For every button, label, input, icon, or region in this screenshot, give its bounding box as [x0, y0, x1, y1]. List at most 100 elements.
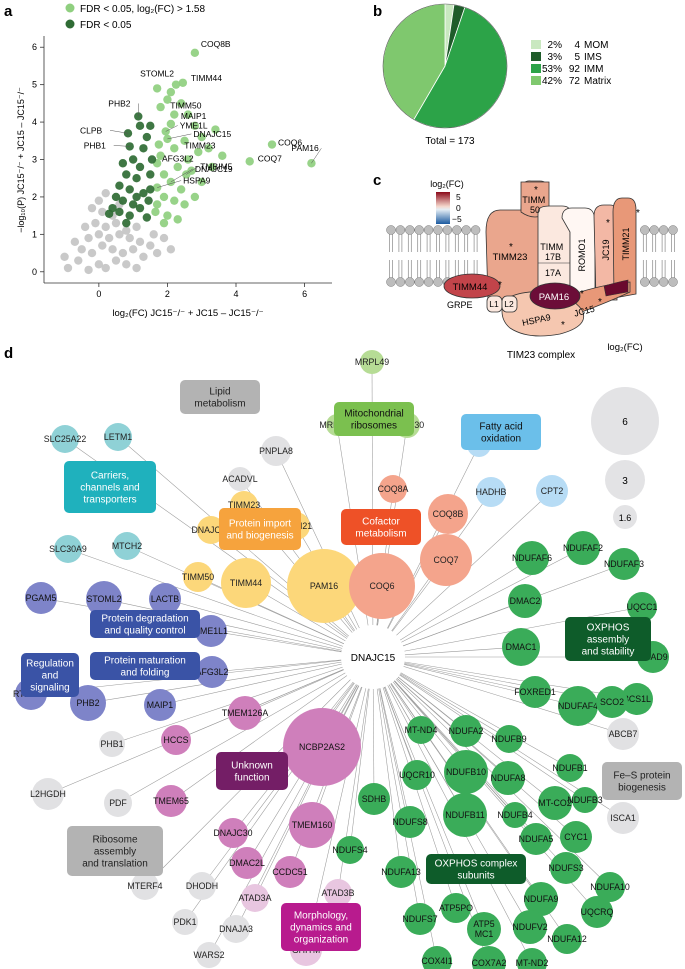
node-label-line: MC1	[475, 929, 494, 939]
node-yme1l1: YME1L1	[194, 615, 228, 647]
node-circle-mtch2	[113, 532, 141, 560]
node-l2hgdh: L2HGDH	[30, 778, 66, 810]
node-circle-atp5po	[441, 893, 471, 923]
size-legend-3-label: 3	[622, 476, 628, 487]
node-cox7a2: COX7A2	[472, 946, 506, 969]
a-point-s0-29	[170, 196, 179, 205]
a-leader-dnajc19	[170, 168, 193, 183]
node-circle-ndufb3	[572, 787, 598, 813]
node-circle-l2hgdh	[32, 778, 64, 810]
node-label-ndufb11: NDUFB11	[445, 810, 485, 820]
node-circle-acadvl	[228, 467, 252, 491]
node-label-dmac2: DMAC2	[510, 596, 541, 606]
a-point-s2-7	[132, 263, 141, 273]
category-label-line: Unknown	[231, 761, 273, 772]
node-label-line: UQCR10	[399, 770, 435, 780]
a-point-s0-21	[204, 144, 213, 153]
a-leader-tmbim5	[186, 166, 199, 175]
node-phb2: PHB2	[70, 685, 106, 721]
a-label-phb1: PHB1	[84, 140, 106, 150]
lipid-head	[423, 277, 434, 287]
node-coq8b: COQ8B	[428, 494, 468, 534]
a-point-s0-23	[183, 155, 193, 164]
a-point-s0-31	[152, 200, 162, 209]
node-label-line: PDK1	[174, 917, 197, 927]
node-circle-atad3a	[241, 884, 269, 912]
a-point-s1-6	[142, 132, 152, 142]
category-box-unknown	[216, 752, 288, 790]
node-circle-pdf	[104, 789, 132, 817]
node-circle-ndufv2	[513, 910, 547, 944]
node-pdf: PDF	[104, 789, 132, 817]
node-label-line: COX4I1	[421, 956, 452, 966]
node-label-ndufb1: NDUFB1	[552, 763, 587, 773]
a-point-s0-40	[211, 125, 220, 134]
node-label-line: NDUFA5	[519, 834, 554, 844]
a-point-s0-17	[176, 99, 186, 108]
lipid-head	[668, 225, 678, 235]
node-label-line: LACTB	[151, 594, 179, 604]
lipid-head	[470, 225, 481, 235]
pie-total: Total = 173	[425, 136, 475, 147]
node-label-coq8a: COQ8A	[378, 484, 409, 494]
node-label-line: MT-CO2	[538, 798, 571, 808]
category-box-regul	[21, 653, 79, 697]
node-label-afg3l2: AFG3L2	[196, 667, 229, 677]
node-label-line: CPT2	[541, 486, 564, 496]
a-point-s2-18	[115, 230, 124, 239]
node-slc30a9: SLC30A9	[49, 535, 87, 563]
a-point-s1-12	[115, 181, 124, 190]
lipid-head	[658, 225, 669, 235]
node-label-line: ATP5PO	[439, 903, 473, 913]
a-label-hspa9: HSPA9	[183, 176, 211, 186]
a-point-s0-16	[152, 84, 162, 93]
a-label-pam16: PAM16	[291, 143, 319, 153]
node-label-line: FOXRED1	[514, 687, 556, 697]
a-point-s2-10	[98, 241, 107, 250]
node-circle-stoml2	[86, 581, 122, 617]
node-label-ndufaf4: NDUFAF4	[558, 701, 598, 711]
node-phb1: PHB1	[99, 731, 125, 757]
node-circle-wars2	[196, 942, 222, 968]
category-label-line: ribosomes	[351, 421, 397, 432]
lipid-head	[649, 277, 659, 287]
legend-dark-green-marker	[65, 19, 75, 29]
legend-light-green-marker	[65, 3, 75, 13]
a-point-coq7	[245, 157, 254, 166]
pie-legend-swatch-imm	[531, 64, 541, 73]
a-point-s2-31	[87, 203, 97, 213]
node-label-sdhb: SDHB	[362, 794, 387, 804]
a-label-clpb: CLPB	[80, 125, 103, 135]
node-circle-tmem160	[289, 802, 335, 848]
a-label-stoml2: STOML2	[140, 69, 174, 79]
node-circle-mt-co2	[538, 786, 572, 820]
node-ndufb9: NDUFB9	[491, 725, 527, 753]
node-label-coq6: COQ6	[370, 581, 395, 591]
node-label-ncbp2as2: NCBP2AS2	[299, 742, 345, 752]
category-label-line: dynamics and	[290, 923, 352, 934]
node-wars2: WARS2	[194, 942, 225, 968]
node-label-ndufa13: NDUFA13	[381, 867, 421, 877]
size-legend-3	[605, 460, 645, 500]
a-point-s2-16	[94, 230, 104, 239]
category-label-line: Cofactor	[362, 517, 400, 528]
node-label-line: HADHB	[476, 487, 507, 497]
node-ndufa9: NDUFA9	[524, 882, 558, 916]
node-circle-ndufa2	[450, 715, 482, 747]
legend-fdr: FDR < 0.05	[80, 20, 132, 31]
node-mrpl49: MRPL49	[355, 350, 389, 374]
category-box-morph	[281, 903, 361, 951]
a-point-s2-12	[118, 248, 128, 258]
a-label-timm44: TIMM44	[191, 73, 222, 83]
pie-legend-swatch-ims	[531, 52, 541, 61]
node-label-dnajc30: DNAJC30	[213, 828, 252, 838]
a-point-s2-36	[60, 252, 69, 262]
a-xtick-label: 0	[96, 289, 101, 299]
node-label-line: COQ8A	[378, 484, 409, 494]
node-pam16: PAM16	[287, 549, 361, 623]
